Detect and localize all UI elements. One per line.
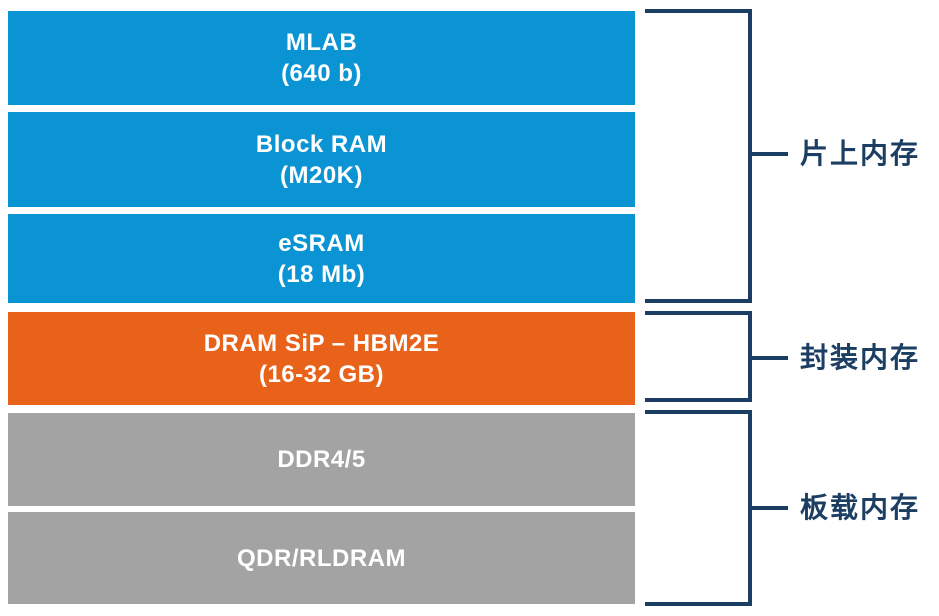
- block-mlab-capacity: (640 b): [281, 60, 362, 87]
- bracket-on-board-tick: [748, 506, 788, 510]
- block-mlab: MLAB (640 b): [8, 11, 635, 105]
- bracket-on-chip: [645, 9, 752, 303]
- group-label-on-chip-memory: 片上内存: [800, 138, 921, 169]
- block-esram: eSRAM (18 Mb): [8, 214, 635, 303]
- block-dram-sip-hbm2e-capacity: (16-32 GB): [258, 360, 385, 388]
- block-dram-sip-hbm2e-title: DRAM SiP – HBM2E: [203, 329, 440, 357]
- block-qdr-rldram: QDR/RLDRAM: [8, 512, 635, 604]
- block-esram-capacity: (18 Mb): [277, 260, 366, 288]
- block-ddr45-title: DDR4/5: [277, 446, 366, 473]
- block-mlab-title: MLAB: [285, 29, 358, 56]
- block-qdr-rldram-title: QDR/RLDRAM: [237, 544, 406, 572]
- block-dram-sip-hbm2e: DRAM SiP – HBM2E (16-32 GB): [8, 312, 635, 405]
- group-label-on-board-memory: 板载内存: [800, 492, 921, 523]
- group-label-in-package-memory: 封装内存: [800, 342, 921, 373]
- block-block-ram: Block RAM (M20K): [8, 112, 635, 207]
- bracket-on-board: [645, 410, 752, 606]
- block-esram-title: eSRAM: [278, 229, 365, 257]
- block-block-ram-title: Block RAM: [255, 130, 388, 158]
- bracket-in-package-tick: [748, 356, 788, 360]
- block-block-ram-capacity: (M20K): [279, 161, 363, 189]
- bracket-on-chip-tick: [748, 152, 788, 156]
- bracket-in-package: [645, 311, 752, 402]
- block-ddr45: DDR4/5: [8, 413, 635, 506]
